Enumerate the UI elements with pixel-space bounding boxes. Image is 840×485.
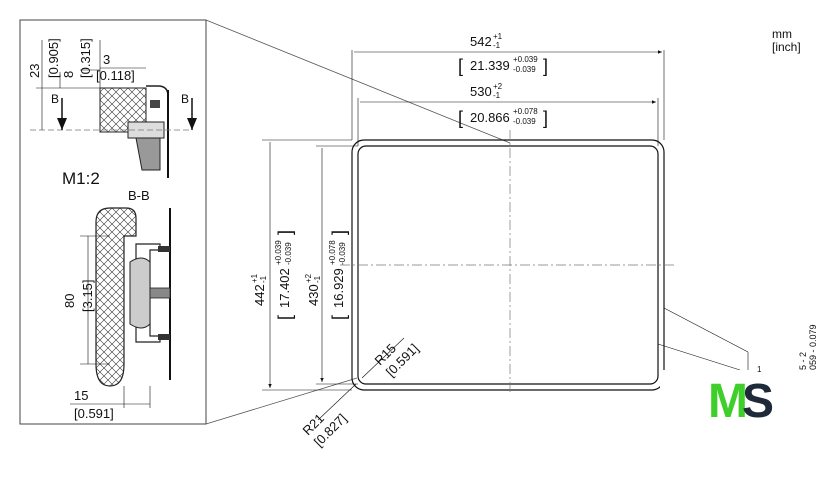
svg-text:[: [ xyxy=(275,315,295,320)
logo-letter-m: M xyxy=(708,375,748,428)
unit-mm: mm xyxy=(772,27,792,41)
dim-3-label: 3 xyxy=(103,52,110,67)
knob-body xyxy=(129,257,151,329)
svg-text:17.402: 17.402 xyxy=(277,268,292,308)
svg-text:]: ] xyxy=(329,230,349,235)
thickness-leader-2 xyxy=(657,343,741,371)
thickness-label: 5 - 2 059 - 0.079 xyxy=(798,324,818,370)
svg-text:-0.039: -0.039 xyxy=(513,117,536,126)
thickness-leader-1 xyxy=(663,307,749,353)
svg-text:[: [ xyxy=(329,315,349,320)
svg-text:-1: -1 xyxy=(493,41,501,50)
svg-text:]: ] xyxy=(275,230,295,235)
brand-logo: MS xyxy=(708,375,774,428)
knob-shaft xyxy=(149,287,171,299)
svg-text:430: 430 xyxy=(306,284,321,306)
dim-height-outer-label: 442 +1 -1 xyxy=(250,273,268,306)
dim-width-inner-inch: [ 20.866 +0.078 -0.039 ] xyxy=(458,107,548,128)
svg-text:+0.078: +0.078 xyxy=(328,240,337,265)
svg-text:+1: +1 xyxy=(250,273,259,283)
dim-width-inner-label: 530 +2 -1 xyxy=(470,82,503,100)
svg-text:[: [ xyxy=(458,56,463,76)
dim-8-inch: [0.315] xyxy=(78,38,93,78)
svg-text:530: 530 xyxy=(470,84,492,99)
dim-15-label: 15 xyxy=(74,388,88,403)
dim-8-label: 8 xyxy=(61,71,76,78)
radius-outer-label: R21 [0.827] xyxy=(300,411,350,450)
dim-width-outer-label: 542 +1 -1 xyxy=(470,32,503,50)
svg-text:-1: -1 xyxy=(259,275,268,283)
dim-width-outer-inch: [ 21.339 +0.039 -0.039 ] xyxy=(458,55,548,76)
section-title: B-B xyxy=(128,188,150,203)
gasket-section-bottom xyxy=(95,207,137,387)
dim-23-inch: [0.905] xyxy=(46,38,61,78)
svg-text:+0.039: +0.039 xyxy=(513,55,538,64)
svg-text:21.339: 21.339 xyxy=(470,58,510,73)
detail-frame xyxy=(19,19,207,425)
detail-leader-top xyxy=(205,19,511,144)
svg-text:+0.039: +0.039 xyxy=(274,240,283,265)
dim-height-inner-label: 430 +2 -1 xyxy=(304,273,322,306)
units-legend: mm [inch] xyxy=(772,28,801,54)
dim-80-label: 80 xyxy=(62,294,77,308)
detail-leader-bottom xyxy=(205,377,358,425)
svg-text:5 - 2: 5 - 2 xyxy=(798,352,808,370)
svg-text:]: ] xyxy=(543,56,548,76)
svg-text:+2: +2 xyxy=(493,82,503,91)
svg-text:-0.039: -0.039 xyxy=(513,65,536,74)
radius-inner-leader xyxy=(361,337,405,379)
corner-mark: 1 xyxy=(757,365,762,374)
svg-text:]: ] xyxy=(543,108,548,128)
svg-text:+2: +2 xyxy=(304,273,313,283)
svg-text:+0.078: +0.078 xyxy=(513,107,538,116)
svg-text:-1: -1 xyxy=(493,91,501,100)
dim-3-inch: [0.118] xyxy=(96,68,135,83)
svg-text:+1: +1 xyxy=(493,32,503,41)
svg-text:059 - 0.079: 059 - 0.079 xyxy=(808,324,818,370)
section-marker-right-label: B xyxy=(181,92,189,106)
svg-text:-0.039: -0.039 xyxy=(284,242,293,265)
svg-text:20.866: 20.866 xyxy=(470,110,510,125)
dim-80-inch: [3.15] xyxy=(80,279,95,312)
detail-scale: M1:2 xyxy=(62,169,100,188)
clamp-top xyxy=(135,137,161,171)
svg-text:-0.039: -0.039 xyxy=(338,242,347,265)
svg-text:542: 542 xyxy=(470,34,492,49)
section-marker-left-label: B xyxy=(51,92,59,106)
clip-top xyxy=(150,100,160,108)
dim-height-outer-inch: [ 17.402 +0.039 -0.039 ] xyxy=(274,230,295,320)
svg-text:16.929: 16.929 xyxy=(331,268,346,308)
radius-outer-leader xyxy=(317,383,357,421)
radius-inner-label: R15 [0.591] xyxy=(372,341,422,380)
cover-patch xyxy=(660,370,750,395)
logo-letter-s: S xyxy=(741,375,774,428)
dim-height-inner-inch: [ 16.929 +0.078 -0.039 ] xyxy=(328,230,349,320)
svg-text:[: [ xyxy=(458,108,463,128)
dim-15-inch: [0.591] xyxy=(74,406,114,421)
unit-inch: [inch] xyxy=(772,40,801,54)
svg-text:-1: -1 xyxy=(313,275,322,283)
dim-23-label: 23 xyxy=(27,64,42,78)
svg-text:442: 442 xyxy=(252,284,267,306)
